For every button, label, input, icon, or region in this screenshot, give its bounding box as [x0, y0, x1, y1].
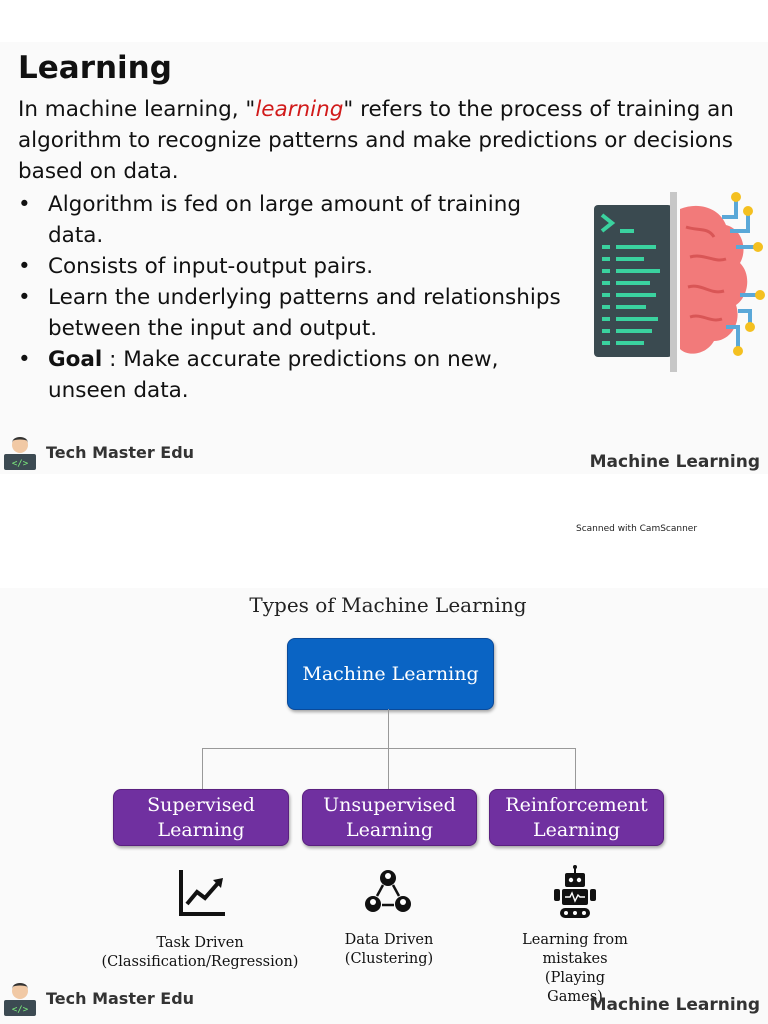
- unsupervised-description: Data Driven (Clustering): [344, 932, 434, 967]
- types-slide: Types of Machine Learning Machine Learni…: [0, 588, 768, 1024]
- bullet-item: • Consists of input-output pairs.: [18, 251, 578, 282]
- slide-title: Learning: [18, 50, 172, 86]
- scan-watermark: Scanned with CamScanner: [576, 524, 698, 534]
- bullet-item: • Goal : Make accurate predictions on new…: [18, 344, 578, 406]
- footer-brand-name: Tech Master Edu: [46, 442, 195, 462]
- reinforcement-node: Reinforcement Learning: [489, 789, 664, 846]
- footer-brand-name: Tech Master Edu: [46, 988, 195, 1008]
- bullet-item: • Learn the underlying patterns and relat…: [18, 282, 578, 344]
- robot-icon: [554, 865, 596, 918]
- avatar-icon: </>: [4, 437, 36, 470]
- avatar-tag: </>: [12, 459, 29, 469]
- slide-title: Types of Machine Learning: [249, 593, 527, 617]
- connector-line: [202, 748, 576, 749]
- root-node: Machine Learning: [287, 638, 494, 710]
- bullet-item: • Algorithm is fed on large amount of tra…: [18, 189, 578, 251]
- intro-text-start: In machine learning, ": [18, 97, 256, 122]
- footer-topic: Machine Learning: [589, 995, 760, 1015]
- bullet-dot: •: [18, 192, 31, 217]
- supervised-description: Task Driven (Classification/Regression): [101, 935, 299, 970]
- reinforcement-description: Learning from mistakes (Playing Games): [522, 932, 628, 1005]
- avatar-tag: </>: [12, 1005, 29, 1015]
- connector-line: [388, 709, 389, 749]
- learning-slide: Learning In machine learning, "learning"…: [0, 42, 768, 474]
- user-network-icon: [365, 870, 411, 912]
- connector-line: [202, 748, 203, 789]
- supervised-node: Supervised Learning: [113, 789, 289, 846]
- bullet-dot: •: [18, 285, 31, 310]
- footer-brand: </> Tech Master Edu: [0, 978, 194, 1018]
- bullet-text: Learn the underlying patterns and relati…: [48, 285, 561, 341]
- bullet-text: Consists of input-output pairs.: [48, 254, 374, 279]
- bullet-list: • Algorithm is fed on large amount of tra…: [18, 189, 578, 406]
- bullet-dot: •: [18, 254, 31, 279]
- intro-keyword: learning: [255, 97, 344, 122]
- intro-paragraph: In machine learning, "learning" refers t…: [18, 94, 748, 187]
- avatar-icon: </>: [4, 983, 36, 1016]
- bullet-bold: Goal: [48, 347, 103, 372]
- bullet-text: : Make accurate predictions on new, unse…: [48, 347, 499, 403]
- footer-topic: Machine Learning: [589, 452, 760, 472]
- bullet-dot: •: [18, 347, 31, 372]
- connector-line: [575, 748, 576, 789]
- unsupervised-node: Unsupervised Learning: [302, 789, 477, 846]
- intro-text-end: " refers to the process of training an a…: [18, 97, 734, 184]
- footer-brand: </> Tech Master Edu: [0, 432, 194, 472]
- line-chart-icon: [179, 870, 225, 916]
- code-brain-icon: [594, 192, 765, 372]
- bullet-text: Algorithm is fed on large amount of trai…: [48, 192, 521, 248]
- connector-line: [388, 748, 389, 789]
